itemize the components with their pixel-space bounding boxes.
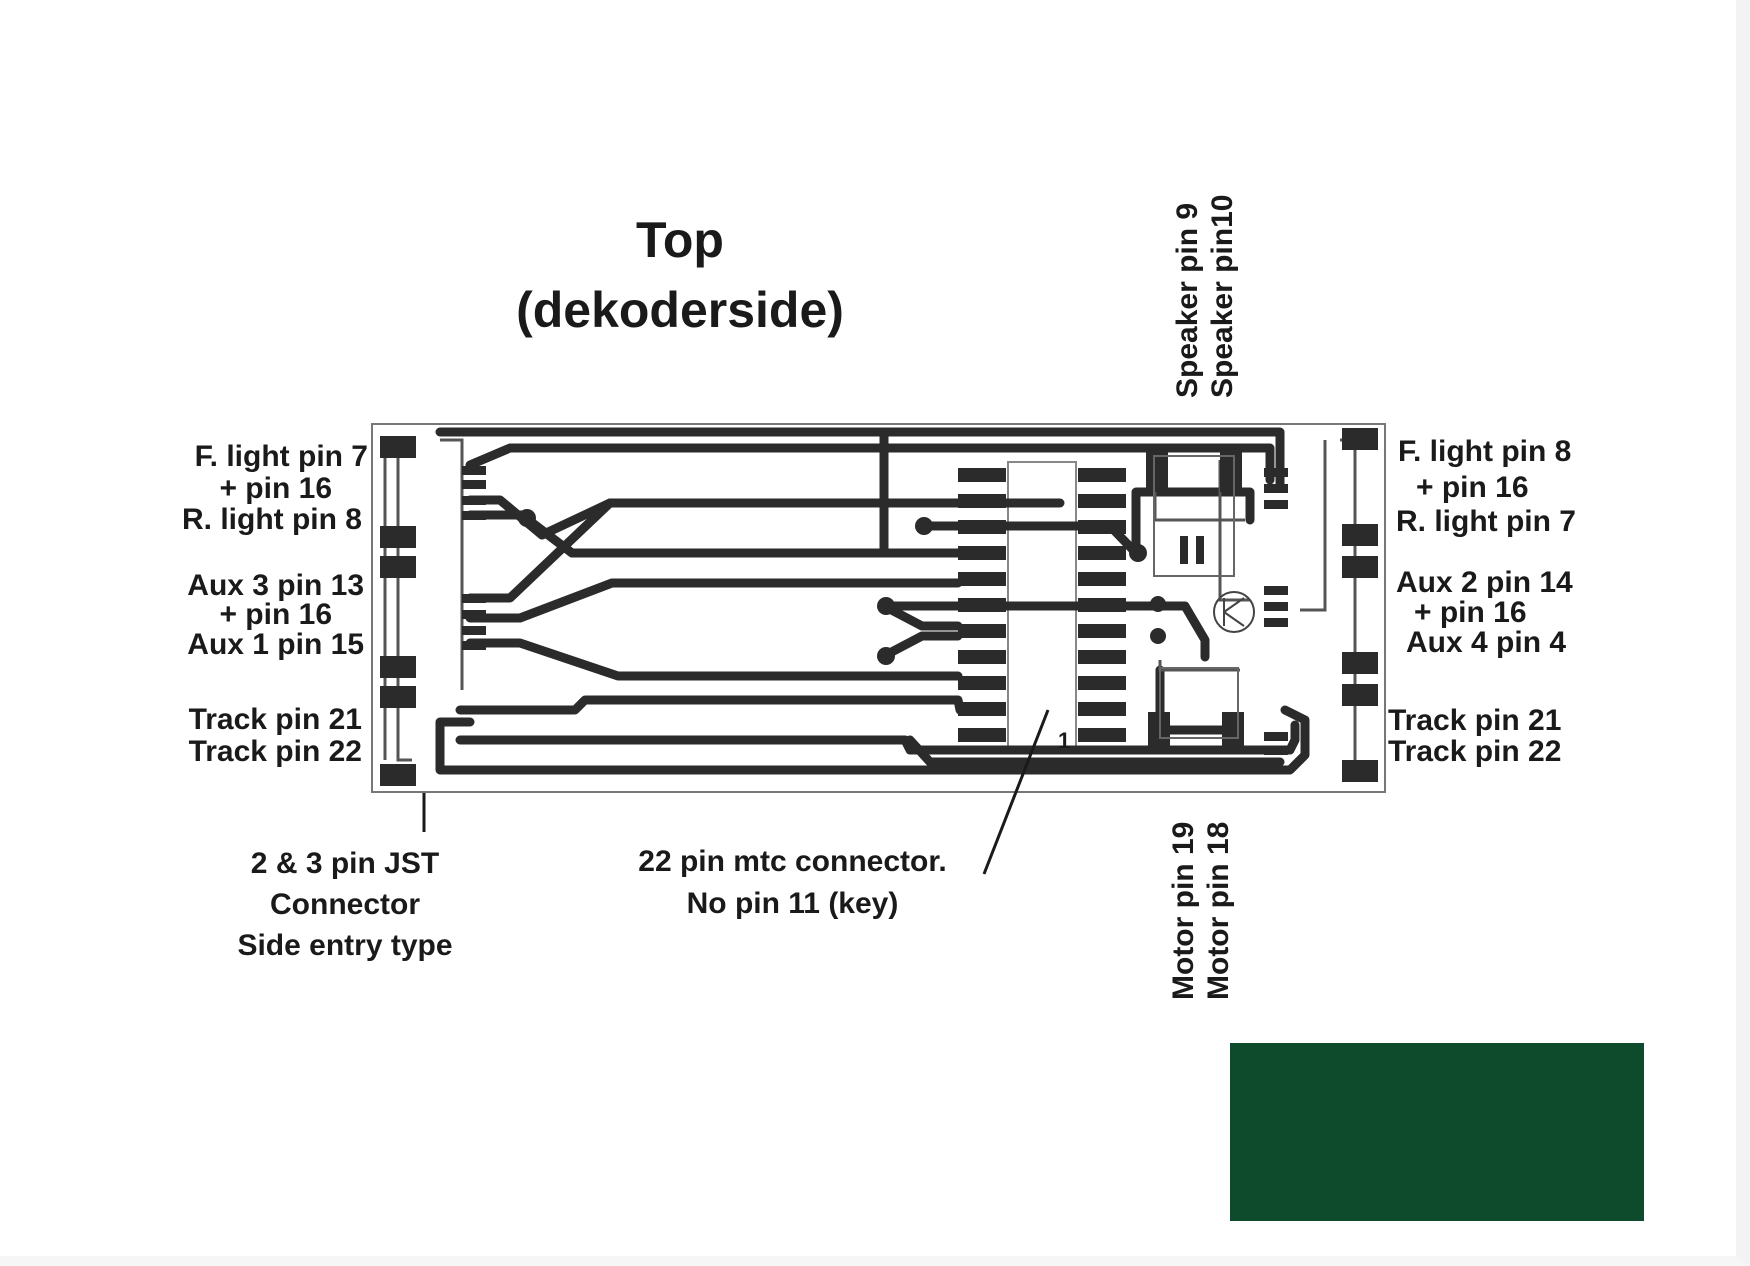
label-left-aux1: Aux 1 pin 15: [187, 628, 364, 661]
label-right-f-light: F. light pin 8: [1398, 435, 1572, 468]
label-right-track22: Track pin 22: [1388, 735, 1562, 768]
trace-mid-3: [879, 601, 963, 631]
left-pads: [380, 436, 416, 786]
jst-note-line3: Side entry type: [237, 929, 453, 962]
mtc-pins-left: [958, 468, 1006, 742]
label-left-f-light-plus: + pin 16: [219, 472, 332, 505]
label-right-aux2-plus: + pin 16: [1414, 596, 1527, 629]
mtc-note-line1: 22 pin mtc connector.: [638, 845, 947, 878]
jst-note-line1: 2 & 3 pin JST: [250, 847, 440, 880]
label-left-f-light: F. light pin 7: [194, 440, 368, 473]
mtc-pins-right: [1078, 468, 1126, 742]
diagram-title: Top: [636, 212, 724, 268]
label-left-aux3: Aux 3 pin 13: [187, 569, 364, 602]
right-pads: [1342, 428, 1378, 782]
label-motor-pin18: Motor pin 18: [1202, 821, 1235, 1000]
label-right-f-light-plus: + pin 16: [1416, 471, 1529, 504]
trace-mid-4: [879, 631, 963, 661]
transistor-symbol: [1213, 591, 1255, 633]
label-motor-pin19: Motor pin 19: [1167, 821, 1200, 1000]
trace-aux: [465, 578, 963, 623]
trace-track-b: [455, 720, 1300, 755]
trace-cross-2: [465, 495, 1065, 540]
label-speaker-pin9: Speaker pin 9: [1171, 202, 1204, 398]
green-tape: [1230, 1043, 1644, 1221]
label-right-track21: Track pin 21: [1388, 704, 1562, 737]
trace-top-bus: [435, 427, 1285, 490]
trace-motor: [1155, 665, 1235, 735]
label-left-track21: Track pin 21: [188, 703, 362, 736]
trace-aux1: [465, 638, 963, 681]
trace-f-light: [465, 443, 1275, 485]
pcb-outline: [371, 423, 1386, 793]
label-right-aux2: Aux 2 pin 14: [1396, 566, 1573, 599]
trace-track-d: [905, 735, 1285, 767]
component-pads: [1146, 452, 1244, 750]
label-right-r-light: R. light pin 7: [1396, 505, 1576, 538]
mtc-note-line2: No pin 11 (key): [686, 887, 899, 920]
vias: [518, 509, 1166, 665]
label-speaker-pin10: Speaker pin10: [1206, 194, 1239, 398]
smd-pads-right: [1264, 468, 1288, 755]
diagram-subtitle: (dekoderside): [516, 282, 844, 338]
label-left-aux3-plus: + pin 16: [219, 598, 332, 631]
component-outlines: [1153, 455, 1239, 739]
label-left-track22: Track pin 22: [188, 735, 362, 768]
mtc-callout-line: [982, 709, 1050, 875]
trace-track-a: [455, 695, 965, 715]
trace-speaker: [1105, 601, 1210, 662]
trace-track-c: [435, 705, 1310, 775]
label-left-r-light: R. light pin 8: [182, 503, 362, 536]
traces: [435, 427, 1310, 775]
label-right-aux4: Aux 4 pin 4: [1406, 626, 1567, 659]
smd-pads-left: [462, 466, 486, 650]
ic-pin1-marker: 1: [1058, 728, 1071, 753]
trace-right-1: [1105, 487, 1255, 558]
jst-note-line2: Connector: [270, 888, 420, 921]
